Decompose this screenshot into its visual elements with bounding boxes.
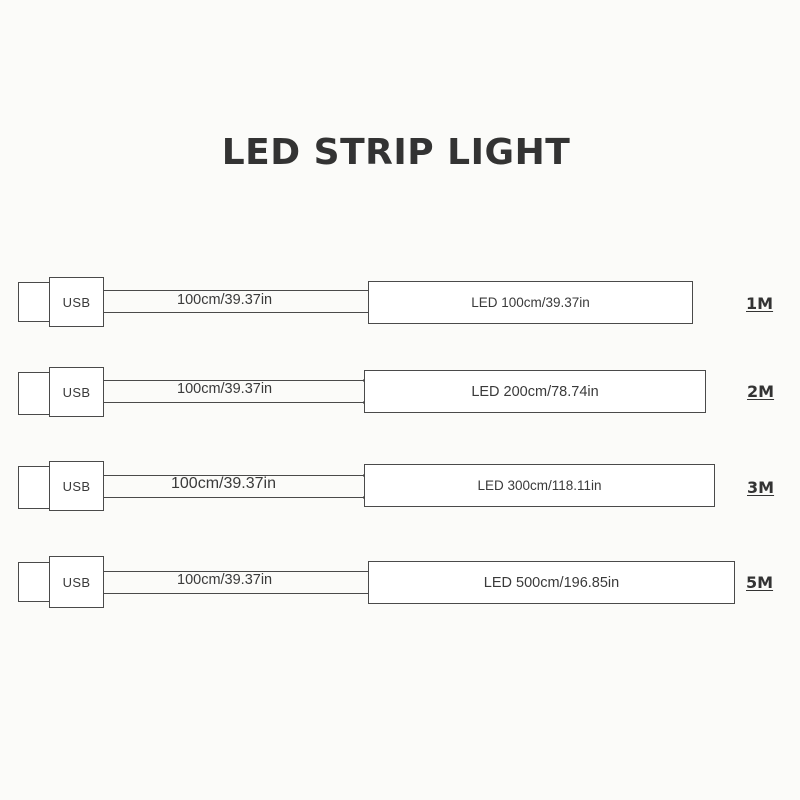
cable-wire-bottom [103, 593, 369, 594]
size-label: 3M [747, 478, 775, 497]
led-strip-label: LED 100cm/39.37in [471, 295, 590, 310]
size-label: 1M [746, 294, 774, 313]
led-strip-label: LED 300cm/118.11in [477, 478, 602, 493]
usb-plug-tip [18, 282, 50, 322]
led-strip: LED 200cm/78.74in [364, 370, 706, 413]
size-label: 5M [746, 573, 774, 592]
cable-wire-top [103, 380, 365, 381]
led-strip-label: LED 500cm/196.85in [483, 574, 620, 591]
cable-wire-top [103, 475, 365, 476]
led-strip: LED 100cm/39.37in [368, 281, 693, 324]
cable-length-label: 100cm/39.37in [171, 475, 276, 492]
usb-plug-tip [18, 372, 50, 415]
cable-wire-bottom [103, 497, 365, 498]
page-title: LED STRIP LIGHT [221, 132, 571, 173]
led-strip: LED 500cm/196.85in [368, 561, 735, 604]
usb-plug-tip [18, 562, 50, 602]
cable-wire-top [103, 571, 369, 572]
usb-connector: USB [49, 461, 104, 511]
usb-label: USB [62, 478, 91, 494]
usb-connector: USB [49, 556, 104, 608]
usb-plug-tip [18, 466, 50, 509]
usb-connector: USB [49, 367, 104, 417]
cable-length-label: 100cm/39.37in [177, 381, 273, 397]
cable-length-label: 100cm/39.37in [177, 572, 273, 588]
led-strip-label: LED 200cm/78.74in [471, 383, 599, 400]
cable-wire-bottom [103, 402, 365, 403]
usb-label: USB [62, 294, 91, 310]
cable-wire-top [103, 290, 369, 291]
cable-wire-bottom [103, 312, 369, 313]
usb-connector: USB [49, 277, 104, 327]
size-label: 2M [747, 382, 775, 401]
usb-label: USB [62, 574, 91, 590]
cable-length-label: 100cm/39.37in [177, 292, 273, 308]
usb-label: USB [62, 384, 91, 400]
led-strip: LED 300cm/118.11in [364, 464, 715, 507]
